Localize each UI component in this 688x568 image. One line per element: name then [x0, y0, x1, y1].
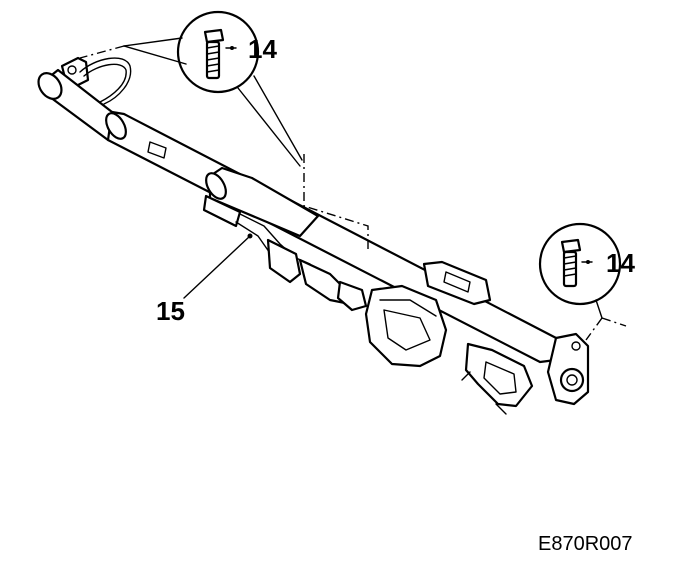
callout-number-15: 15 [156, 296, 185, 326]
bolt-icon [560, 238, 582, 288]
figure-reference-code: E870R007 [538, 533, 633, 555]
callout-beam-15: 15 [156, 233, 253, 326]
callout-number-14-top: 14 [248, 34, 277, 64]
callout-bolt-right: 14 [538, 222, 635, 341]
cross-car-beam [37, 56, 590, 406]
callout-bolt-top: 14 [79, 10, 369, 250]
bolt-icon [203, 28, 225, 80]
callout-number-14-right: 14 [606, 248, 635, 278]
beam-brackets [202, 194, 534, 415]
